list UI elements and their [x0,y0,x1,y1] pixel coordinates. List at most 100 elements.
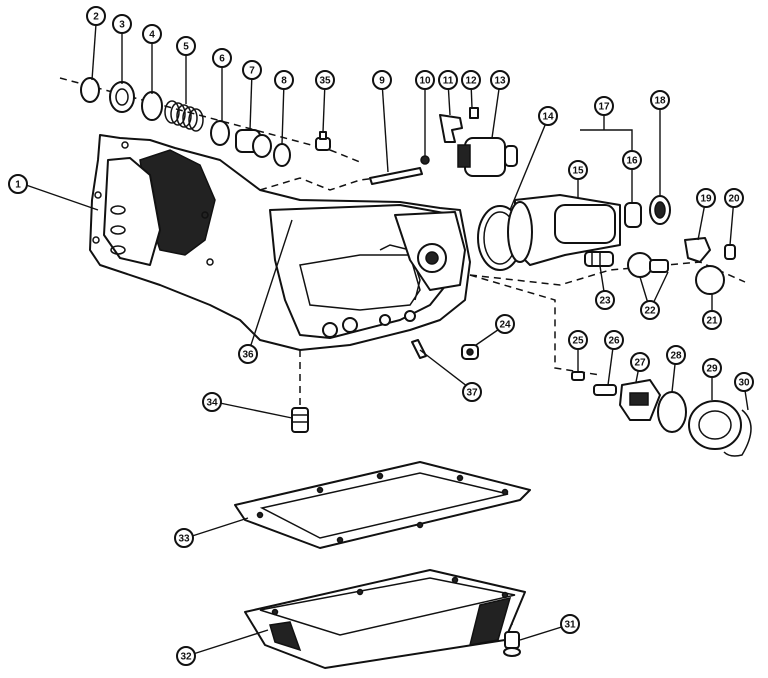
callout-27: 27 [630,352,650,372]
filter-group [291,407,309,433]
callout-9: 9 [372,70,392,90]
part-18-seal [649,195,671,225]
part-27-modulator [619,379,661,421]
svg-text:30: 30 [738,378,750,389]
part-12-bolt [469,107,479,119]
svg-text:9: 9 [379,76,385,87]
callout-20: 20 [724,188,744,208]
callouts: 1 2 3 4 5 6 7 8 9 10 11 12 13 14 15 16 1… [8,6,754,666]
svg-text:13: 13 [494,76,506,87]
part-29-cover [688,400,742,450]
part-37-pin [411,339,427,359]
part-28-o-ring [657,391,687,433]
part-5-spring [164,100,204,132]
callout-14: 14 [538,106,558,126]
svg-text:16: 16 [626,156,638,167]
part-15-housing [507,194,621,266]
callout-6: 6 [212,48,232,68]
part-25-valve [571,371,585,381]
part-6-washer [210,120,230,146]
svg-text:31: 31 [564,620,576,631]
svg-text:36: 36 [242,350,254,361]
callout-25: 25 [568,330,588,350]
svg-text:2: 2 [93,12,99,23]
callout-10: 10 [415,70,435,90]
svg-text:32: 32 [180,652,192,663]
side-parts-group [411,339,752,457]
callout-24: 24 [495,314,515,334]
svg-text:35: 35 [319,76,331,87]
callout-3: 3 [112,14,132,34]
svg-text:3: 3 [119,20,125,31]
part-7-piston [235,129,272,158]
callout-8: 8 [274,70,294,90]
callout-15: 15 [568,160,588,180]
part-34-filter [291,407,309,433]
callout-4: 4 [142,24,162,44]
callout-31: 31 [560,614,580,634]
svg-text:37: 37 [466,388,478,399]
oil-pan [244,569,526,669]
svg-text:25: 25 [572,336,584,347]
callout-16: 16 [622,150,642,170]
part-35-fitting [315,131,331,151]
svg-text:1: 1 [15,180,21,191]
svg-text:15: 15 [572,166,584,177]
svg-text:20: 20 [728,194,740,205]
callout-12: 12 [461,70,481,90]
part-4-ring [141,91,163,121]
callout-23: 23 [595,290,615,310]
svg-text:28: 28 [670,351,682,362]
callout-17: 17 [594,96,614,116]
callout-26: 26 [604,330,624,350]
callout-7: 7 [242,60,262,80]
callout-29: 29 [702,358,722,378]
callout-19: 19 [696,188,716,208]
svg-text:10: 10 [419,76,431,87]
part-13-solenoid [457,137,518,177]
svg-text:7: 7 [249,66,255,77]
part-30-snap-ring [723,409,752,457]
pan-gasket [234,461,531,549]
part-8-snap-ring [273,143,291,167]
svg-text:22: 22 [644,306,656,317]
svg-text:18: 18 [654,96,666,107]
callout-18: 18 [650,90,670,110]
callout-22: 22 [640,300,660,320]
part-16-bushing [624,202,642,228]
svg-text:24: 24 [499,320,511,331]
callout-28: 28 [666,345,686,365]
part-24-plug [461,344,479,360]
part-10-clip [420,155,430,165]
callout-30: 30 [734,372,754,392]
svg-text:33: 33 [178,534,190,545]
transmission-case [89,134,471,351]
callout-21: 21 [702,310,722,330]
svg-text:26: 26 [608,336,620,347]
svg-text:4: 4 [149,30,155,41]
part-9-shaft [369,167,423,185]
callout-2: 2 [86,6,106,26]
svg-text:11: 11 [443,76,454,87]
callout-33: 33 [174,528,194,548]
governor-group [369,107,518,185]
svg-text:19: 19 [700,194,712,205]
svg-text:27: 27 [634,358,646,369]
callout-5: 5 [176,36,196,56]
part-11-bracket [439,114,463,143]
front-seal-stack [80,77,331,167]
svg-text:29: 29 [706,364,718,375]
svg-text:17: 17 [598,102,610,113]
callout-11: 11 [438,70,458,90]
leader-lines [25,23,749,656]
svg-text:21: 21 [706,316,718,327]
svg-text:8: 8 [281,76,287,87]
callout-37: 37 [462,382,482,402]
part-3-seal [109,81,135,113]
part-2-ring [80,77,100,103]
part-19-clamp [684,237,711,263]
svg-text:23: 23 [599,296,611,307]
callout-34: 34 [202,392,222,412]
part-26-spring [593,384,617,396]
